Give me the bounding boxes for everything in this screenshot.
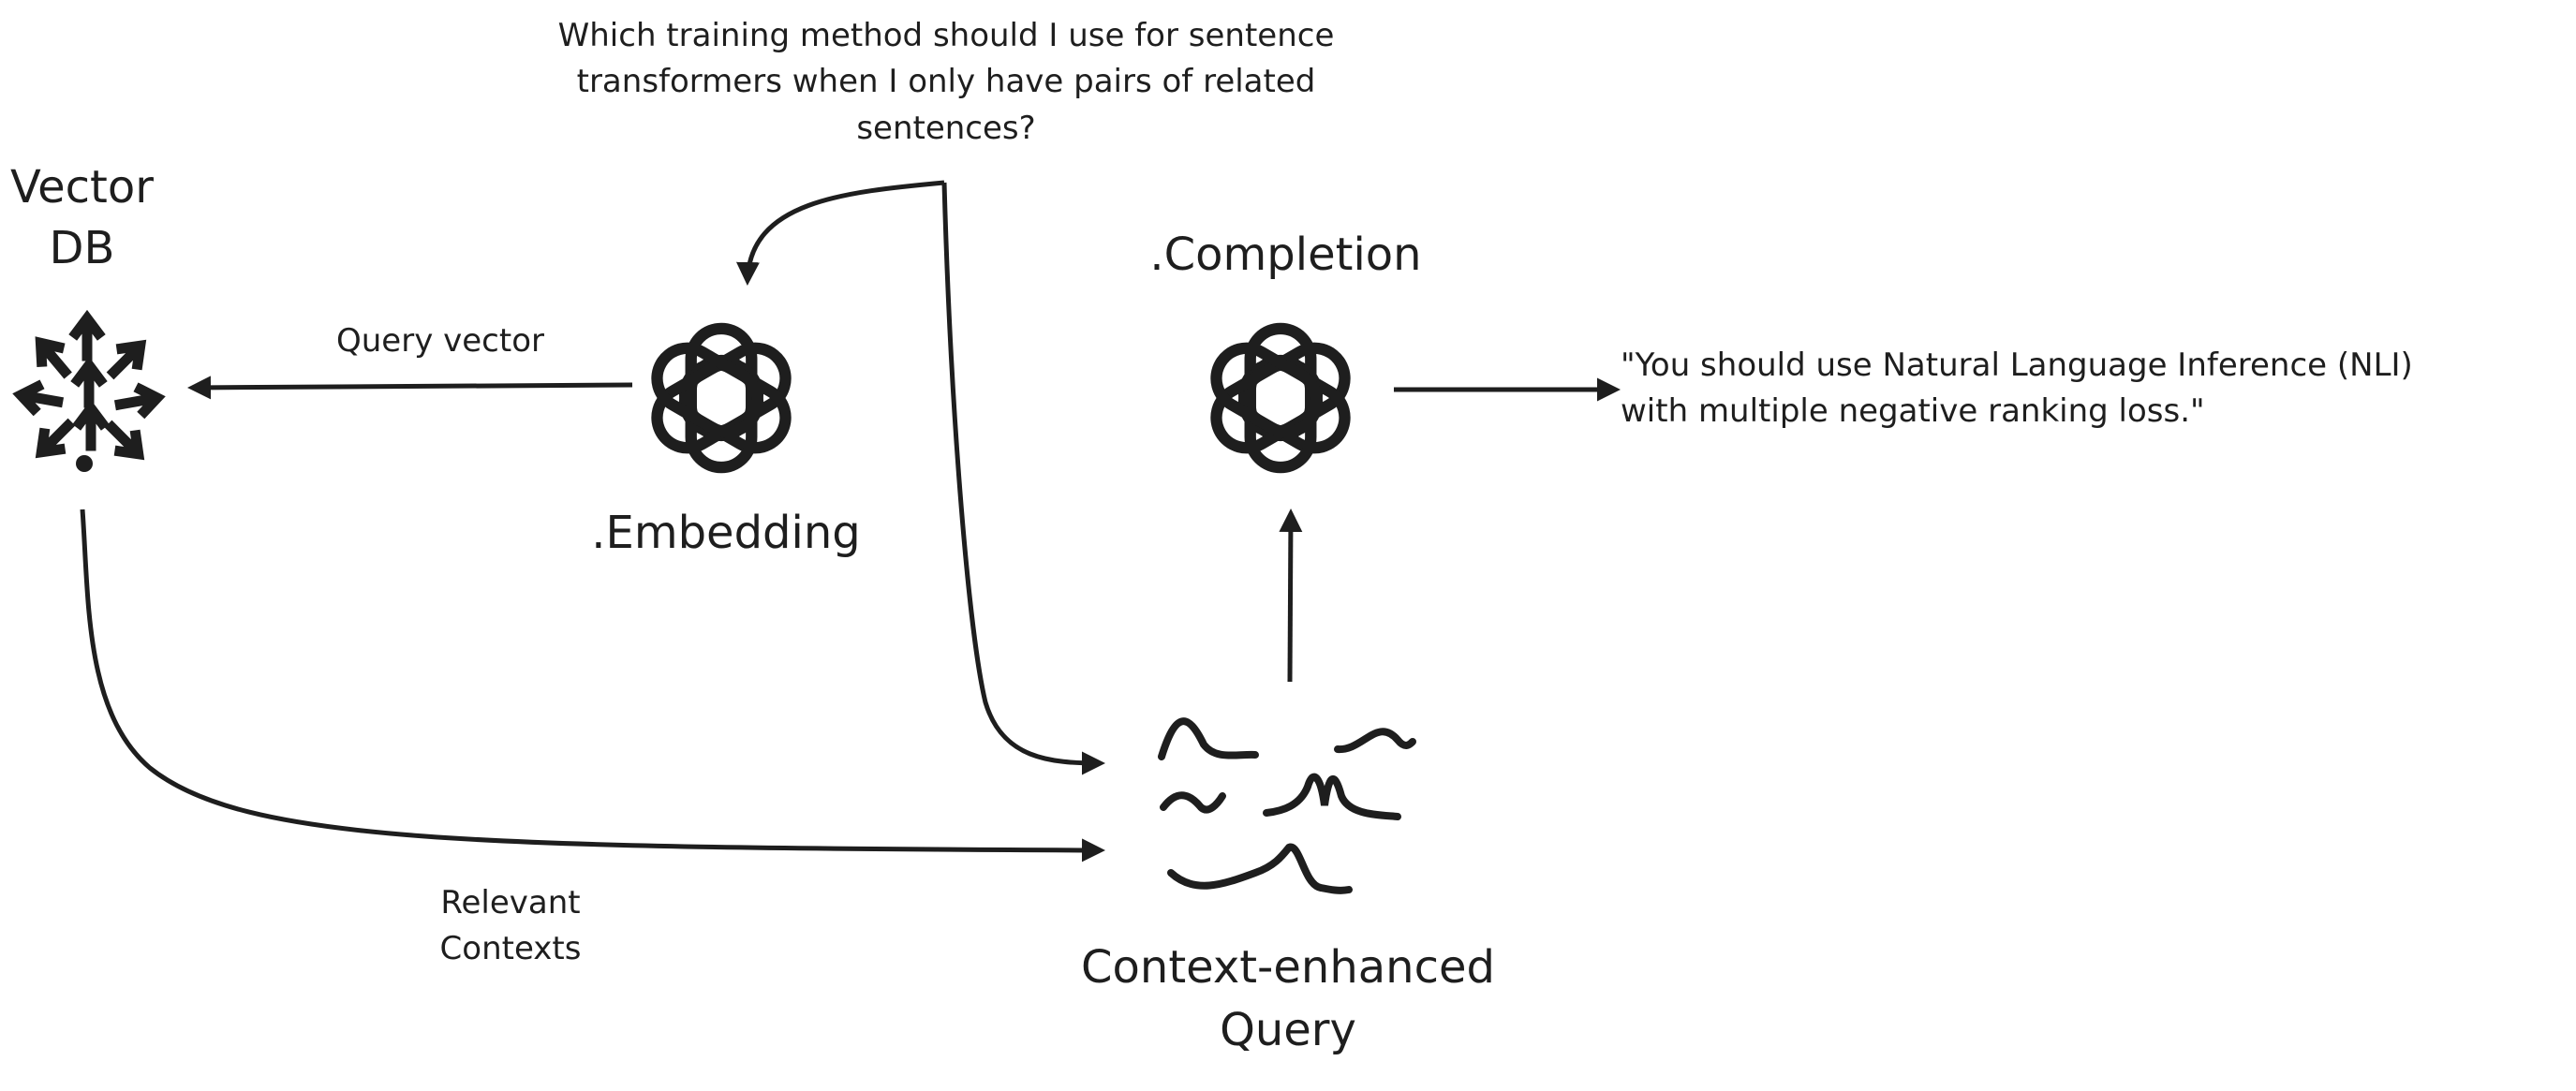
arrow-question-to-embedding <box>735 180 945 286</box>
question-line: Which training method should I use for s… <box>557 17 1335 54</box>
vector-db-label: Vector DB <box>0 157 164 279</box>
embedding-openai-logo-icon <box>646 329 797 467</box>
response-text: "You should use Natural Language Inferen… <box>1621 343 2413 435</box>
arrow-embedding-to-vector-db <box>187 376 633 400</box>
completion-openai-logo-icon <box>1206 329 1356 467</box>
relevant-contexts-line: Relevant <box>440 884 581 921</box>
question-line: sentences? <box>856 109 1036 147</box>
arrow-question-to-context-query <box>941 182 1105 775</box>
question-text: Which training method should I use for s… <box>496 13 1396 152</box>
query-vector-label: Query vector <box>336 322 544 360</box>
embedding-label: .Embedding <box>591 507 861 559</box>
relevant-contexts-label: Relevant Contexts <box>393 880 628 973</box>
text-lines-icon <box>1158 717 1416 894</box>
arrow-context-query-to-completion <box>1279 509 1303 683</box>
response-line: "You should use Natural Language Inferen… <box>1621 346 2413 384</box>
context-query-line: Query <box>1220 1004 1356 1057</box>
arrow-vector-db-to-context-query <box>80 509 1105 862</box>
vector-db-label-line: DB <box>49 221 115 274</box>
completion-label: .Completion <box>1149 229 1422 281</box>
question-line: transformers when I only have pairs of r… <box>576 63 1316 101</box>
response-line: with multiple negative ranking loss." <box>1621 392 2205 431</box>
vector-cluster-icon <box>19 318 159 472</box>
context-query-label: Context-enhanced Query <box>1040 936 1536 1062</box>
context-query-line: Context-enhanced <box>1081 941 1495 994</box>
vector-db-label-line: Vector <box>10 161 154 214</box>
relevant-contexts-line: Contexts <box>439 930 582 968</box>
